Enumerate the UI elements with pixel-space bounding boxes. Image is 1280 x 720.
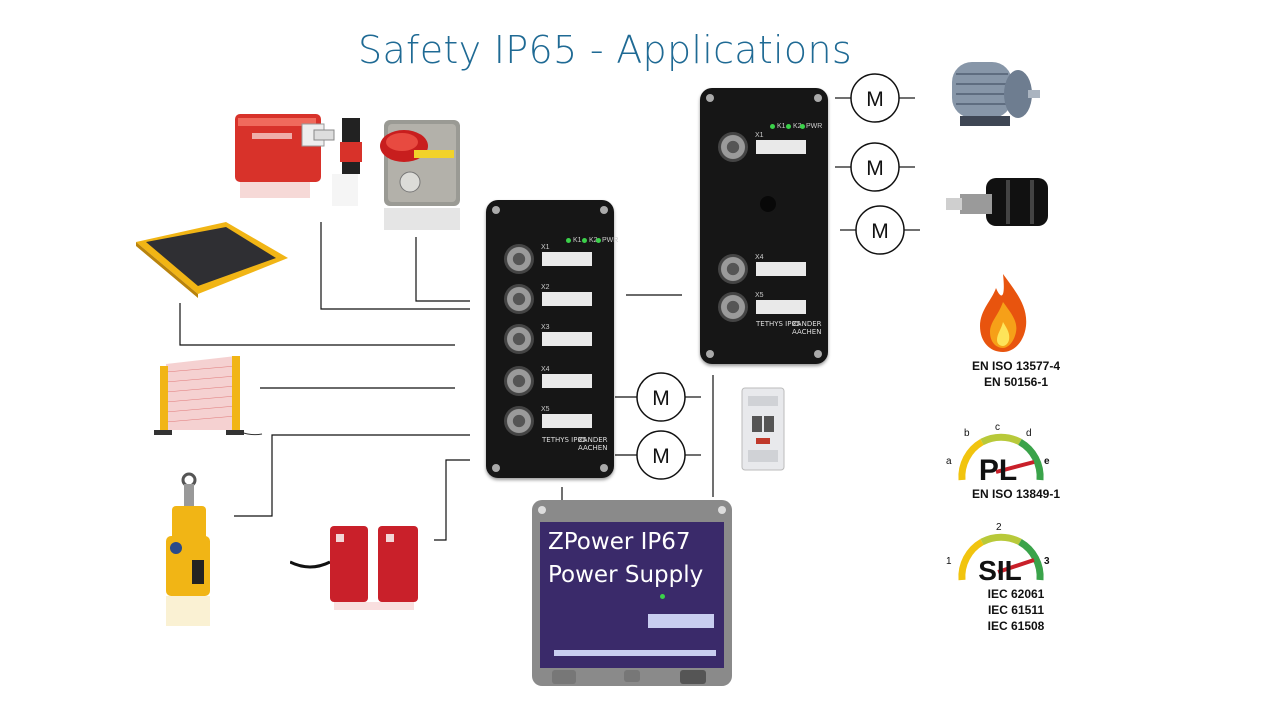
psu-led xyxy=(660,594,665,599)
motor-symbol-4 xyxy=(636,372,686,422)
wire-estop xyxy=(415,237,470,302)
motor-symbol-2 xyxy=(850,142,900,192)
sil-label: SIL xyxy=(978,555,1022,586)
rope-pull-switch-image xyxy=(166,472,210,626)
psu-line-1: ZPower IP67 xyxy=(548,529,691,555)
power-supply-panel xyxy=(540,522,724,668)
power-supply-housing xyxy=(532,500,732,686)
label-x5-right xyxy=(756,300,806,314)
flame-icon xyxy=(980,274,1027,352)
port-x1-right xyxy=(718,132,748,162)
port-x5-right xyxy=(718,292,748,322)
sil-scale-2: 2 xyxy=(996,522,1002,533)
led-pwr-right xyxy=(800,124,805,129)
sil-scale-1: 1 xyxy=(946,556,952,567)
motor-label-2: M xyxy=(866,157,884,180)
pl-scale-d: d xyxy=(1026,428,1032,439)
motor-label-4: M xyxy=(652,387,670,410)
motor-symbol-1 xyxy=(850,73,900,123)
fire-standards: EN ISO 13577-4 EN 50156-1 xyxy=(946,358,1086,390)
magnetic-sensor-image xyxy=(290,526,418,610)
psu-connector-2 xyxy=(624,670,640,682)
fire-standard-1: EN ISO 13577-4 xyxy=(971,359,1061,373)
label-x4 xyxy=(542,374,592,388)
circuit-breaker-image xyxy=(741,387,785,471)
sil-gauge-icon: SIL 1 2 3 xyxy=(946,522,1050,586)
led-pwr xyxy=(596,238,601,243)
port-x3 xyxy=(504,324,534,354)
power-supply-label: ZPower IP67 Power Supply xyxy=(548,526,703,592)
pl-scale-b: b xyxy=(964,428,970,439)
wire-mat xyxy=(179,303,455,346)
port-x1 xyxy=(504,244,534,274)
led-k1-right xyxy=(770,124,775,129)
sil-standard-1: IEC 62061 xyxy=(987,587,1045,601)
wire-rope xyxy=(234,434,470,517)
pl-scale-e: e xyxy=(1044,456,1050,467)
led-k2-right xyxy=(786,124,791,129)
psu-label-strip xyxy=(554,650,716,656)
pl-standard: EN ISO 13849-1 xyxy=(971,487,1061,501)
wire-interlock xyxy=(320,222,470,310)
pl-label: PL xyxy=(979,454,1017,486)
wire-magnetic xyxy=(434,459,470,541)
fire-standard-2: EN 50156-1 xyxy=(983,375,1049,389)
module-brand-right: TETHYS IP65 xyxy=(756,320,801,328)
page-title: Safety IP65 - Applications xyxy=(358,28,852,72)
sil-standard-3: IEC 61508 xyxy=(987,619,1045,633)
label-x3 xyxy=(542,332,592,346)
pl-scale-c: c xyxy=(995,422,1000,433)
sil-standard-2: IEC 61511 xyxy=(987,603,1045,617)
led-k2 xyxy=(582,238,587,243)
emergency-stop-image xyxy=(380,120,460,230)
motor-label-1: M xyxy=(866,88,884,111)
psu-label-box xyxy=(648,614,714,628)
label-x1 xyxy=(542,252,592,266)
psu-connector-1 xyxy=(552,670,576,684)
pl-gauge-icon: PL a b c d e xyxy=(946,422,1050,486)
sil-standards: IEC 62061 IEC 61511 IEC 61508 xyxy=(946,586,1086,634)
starter-motor-image xyxy=(946,178,1048,226)
label-x2 xyxy=(542,292,592,306)
label-x1-right xyxy=(756,140,806,154)
center-hole xyxy=(760,196,776,212)
motor-label-3: M xyxy=(871,220,889,243)
motor-symbol-3 xyxy=(855,205,905,255)
motor-label-5: M xyxy=(652,445,670,468)
port-x4 xyxy=(504,366,534,396)
port-x4-right xyxy=(718,254,748,284)
safety-mat-image xyxy=(136,222,288,298)
psu-line-2: Power Supply xyxy=(548,562,704,588)
port-x5 xyxy=(504,406,534,436)
led-k1 xyxy=(566,238,571,243)
psu-connector-3 xyxy=(680,670,706,684)
light-curtain-image xyxy=(154,356,263,436)
io-module-right: K1 K2 PWR X1 X4 X5 TETHYS IP65 ZANDER AA… xyxy=(700,88,828,364)
sil-scale-3: 3 xyxy=(1044,556,1050,567)
label-x4-right xyxy=(756,262,806,276)
io-module-left: K1 K2 PWR X1 X2 X3 X4 X5 TETHYS IP65 ZAN… xyxy=(486,200,618,478)
module-maker-right: ZANDER AACHEN xyxy=(792,320,822,336)
module-maker: ZANDER AACHEN xyxy=(578,436,608,452)
motor-symbol-5 xyxy=(636,430,686,480)
pl-scale-a: a xyxy=(946,456,952,467)
electric-motor-image xyxy=(952,62,1040,126)
module-brand: TETHYS IP65 xyxy=(542,436,587,444)
label-x5 xyxy=(542,414,592,428)
port-x2 xyxy=(504,284,534,314)
safety-interlock-switch-image xyxy=(235,114,362,206)
